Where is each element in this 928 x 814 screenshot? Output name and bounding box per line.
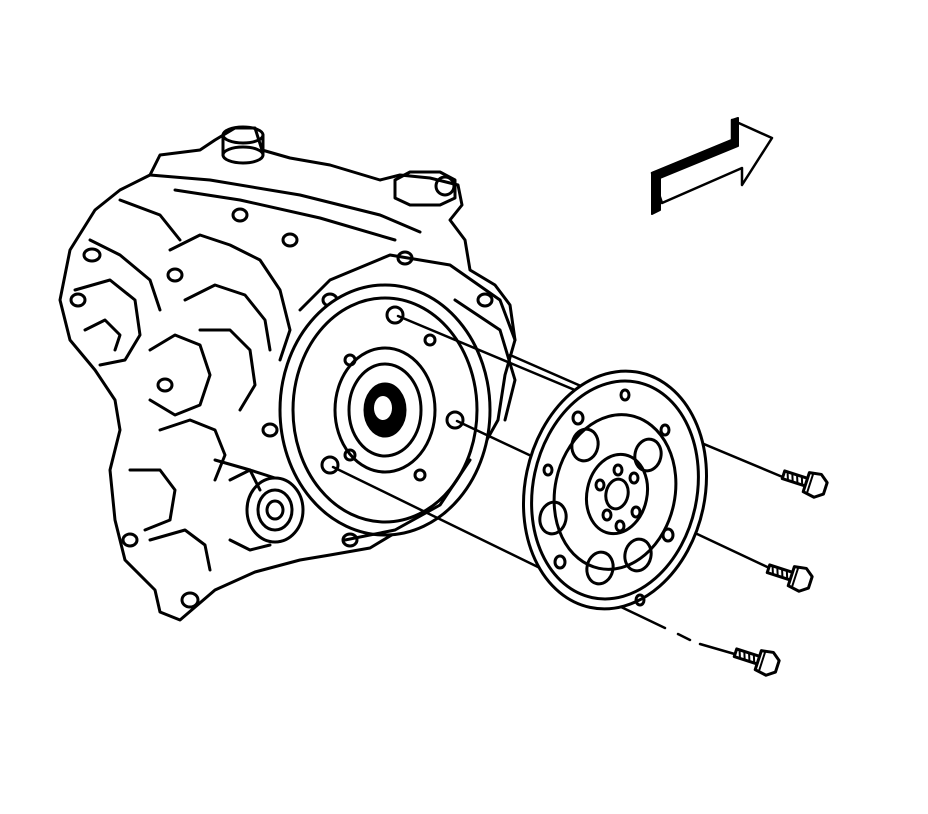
torque-converter	[278, 253, 517, 542]
flexplate	[521, 369, 709, 611]
flexplate-bolt-top	[780, 469, 829, 499]
flexplate-bolt-middle	[765, 563, 814, 593]
leader-line-bottom-dash	[676, 632, 692, 642]
axle-seal	[213, 458, 305, 552]
direction-arrow-icon	[650, 117, 774, 215]
leader-line-bottom	[331, 465, 542, 570]
leader-line-upper	[508, 353, 592, 392]
flexplate-bolt-bottom	[732, 647, 781, 677]
